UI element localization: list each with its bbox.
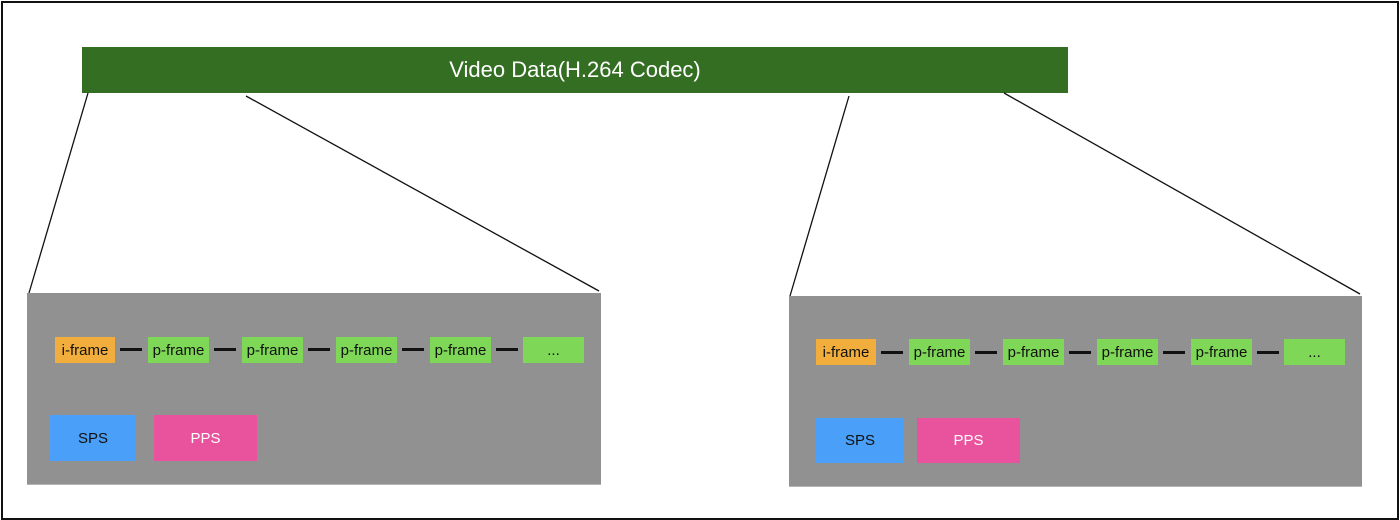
frame-connector [1257,351,1279,354]
frame-label: i-frame [61,341,109,359]
video-data-bar: Video Data(H.264 Codec) [82,47,1068,93]
frame-label: p-frame [1101,343,1154,361]
more-frames-box: ... [1284,339,1345,365]
i-frame-box: i-frame [55,337,115,363]
pps-label: PPS [953,432,984,449]
pps-label: PPS [190,429,221,447]
sps-label: SPS [844,432,875,449]
video-data-title: Video Data(H.264 Codec) [449,57,701,82]
sps-box: SPS [816,418,904,463]
more-frames-box: ... [523,337,584,363]
frame-connector [1163,351,1185,354]
frame-label: p-frame [434,341,487,359]
frame-label: p-frame [246,341,299,359]
p-frame-box: p-frame [336,337,397,363]
pps-box: PPS [154,415,257,461]
frame-label: p-frame [340,341,393,359]
p-frame-box: p-frame [1191,339,1252,365]
frame-connector [214,348,236,351]
p-frame-box: p-frame [1003,339,1064,365]
frame-connector [402,348,424,351]
p-frame-box: p-frame [1097,339,1158,365]
frame-label: ... [1308,343,1321,361]
sps-box: SPS [50,415,136,461]
frame-label: ... [547,341,560,359]
frame-connector [881,351,903,354]
p-frame-box: p-frame [148,337,209,363]
p-frame-box: p-frame [430,337,491,363]
frame-connector [308,348,330,351]
frame-connector [120,348,142,351]
frame-label: i-frame [822,343,870,361]
frame-connector [496,348,518,351]
p-frame-box: p-frame [909,339,970,365]
p-frame-box: p-frame [242,337,303,363]
frame-label: p-frame [1007,343,1060,361]
i-frame-box: i-frame [816,339,876,365]
sps-label: SPS [77,429,108,447]
frame-label: p-frame [152,341,205,359]
frame-label: p-frame [913,343,966,361]
frame-label: p-frame [1195,343,1248,361]
frame-connector [1069,351,1091,354]
pps-box: PPS [917,418,1020,463]
frame-connector [975,351,997,354]
